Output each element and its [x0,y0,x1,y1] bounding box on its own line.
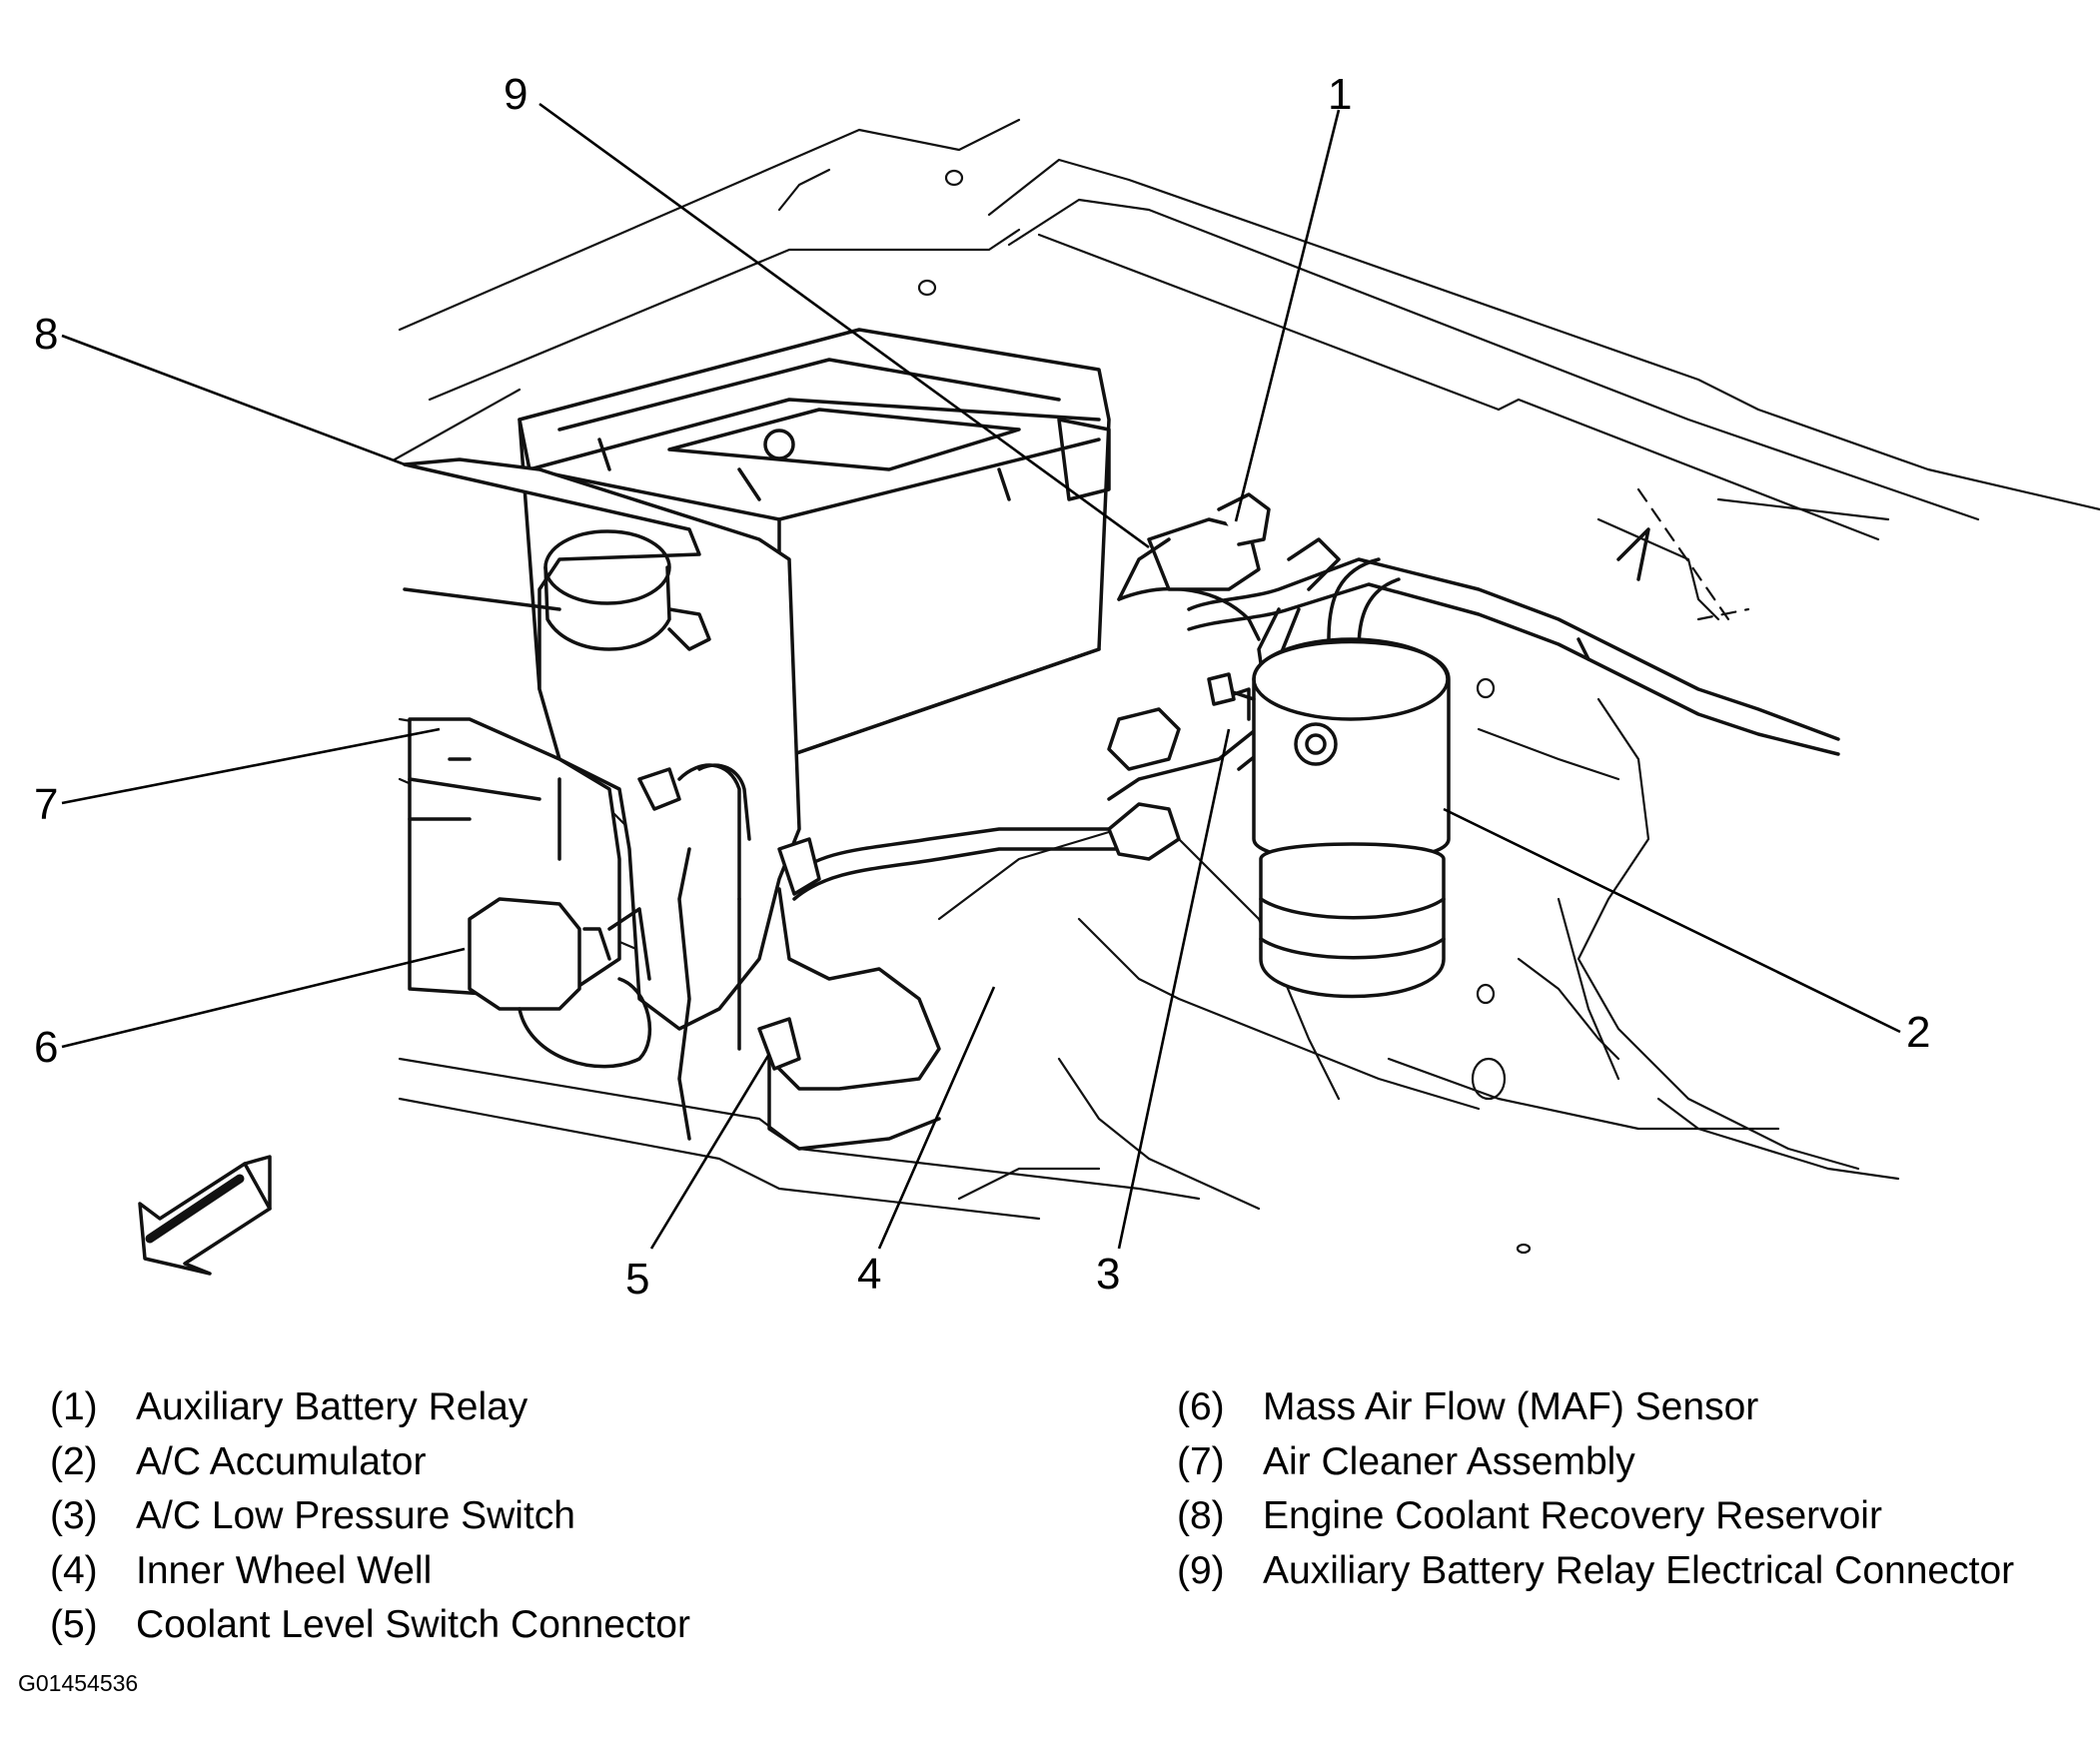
relay-and-connectors [637,492,1271,1071]
legend-label: A/C Accumulator [136,1439,427,1483]
maf-sensor [468,897,652,1069]
callout-lines [61,102,1901,1250]
legend-number: (1) [50,1385,98,1429]
legend-item: (3) A/C Low Pressure Switch [50,1489,690,1544]
legend-label: A/C Low Pressure Switch [136,1494,575,1538]
callout-3: 3 [1096,1250,1120,1299]
direction-arrow-icon [138,1155,272,1276]
legend-number: (5) [50,1603,98,1647]
legend-item: (6) Mass Air Flow (MAF) Sensor [1177,1380,2014,1435]
callout-line-3 [1117,728,1231,1250]
legend-item: (2) A/C Accumulator [50,1435,690,1490]
figure-id: G01454536 [18,1670,139,1696]
callout-2: 2 [1906,1008,1930,1057]
callout-line-5 [649,1053,771,1250]
ac-accumulator [1207,557,1451,999]
callout-1: 1 [1328,70,1352,119]
legend-label: Engine Coolant Recovery Reservoir [1263,1494,1882,1538]
callout-8: 8 [34,310,58,359]
legend-item: (8) Engine Coolant Recovery Reservoir [1177,1489,2014,1544]
legend-number: (6) [1177,1385,1225,1429]
callout-line-9 [538,102,1150,549]
legend-label: Auxiliary Battery Relay Electrical Conne… [1263,1548,2015,1592]
legend-right: (6) Mass Air Flow (MAF) Sensor (7) Air C… [1177,1380,2014,1598]
legend-number: (2) [50,1439,98,1483]
legend-label: Inner Wheel Well [136,1548,433,1592]
legend-number: (7) [1177,1439,1225,1483]
small-details [917,169,1532,1255]
callout-line-1 [1234,109,1341,522]
callout-9: 9 [504,70,527,119]
callout-7: 7 [34,780,58,829]
legend-number: (9) [1177,1548,1225,1592]
legend-item: (5) Coolant Level Switch Connector [50,1598,690,1653]
callout-numbers: 1 2 3 4 5 6 7 8 9 [34,70,1930,1304]
callout-line-8 [61,334,406,466]
legend-number: (3) [50,1494,98,1538]
legend-item: (7) Air Cleaner Assembly [1177,1435,2014,1490]
callout-line-2 [1443,807,1901,1034]
legend-left: (1) Auxiliary Battery Relay (2) A/C Accu… [50,1380,690,1653]
legend-label: Mass Air Flow (MAF) Sensor [1263,1385,1759,1429]
callout-line-7 [61,727,441,805]
legend-item: (9) Auxiliary Battery Relay Electrical C… [1177,1544,2014,1599]
legend-label: Auxiliary Battery Relay [136,1385,528,1429]
legend-item: (1) Auxiliary Battery Relay [50,1380,690,1435]
callout-6: 6 [34,1023,58,1072]
callout-line-4 [877,986,996,1250]
coolant-reservoir [403,457,801,1031]
legend-number: (4) [50,1548,98,1592]
legend-label: Air Cleaner Assembly [1263,1439,1635,1483]
legend-item: (4) Inner Wheel Well [50,1544,690,1599]
callout-4: 4 [857,1250,881,1299]
callout-5: 5 [625,1255,649,1304]
legend-number: (8) [1177,1494,1225,1538]
legend-label: Coolant Level Switch Connector [136,1603,690,1647]
callout-line-6 [61,947,466,1049]
dashed-leader [1636,487,1750,621]
